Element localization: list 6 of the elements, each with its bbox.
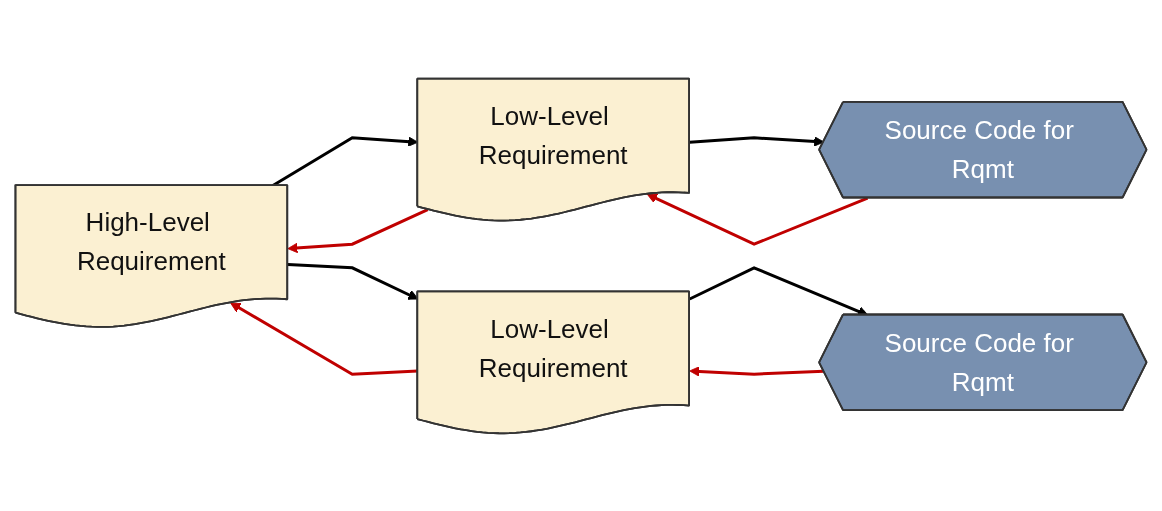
arrow [689,365,824,377]
arrow [230,301,418,376]
arrow [287,207,429,253]
arrow [689,265,869,316]
arrow [646,193,869,246]
arrow [287,262,419,300]
